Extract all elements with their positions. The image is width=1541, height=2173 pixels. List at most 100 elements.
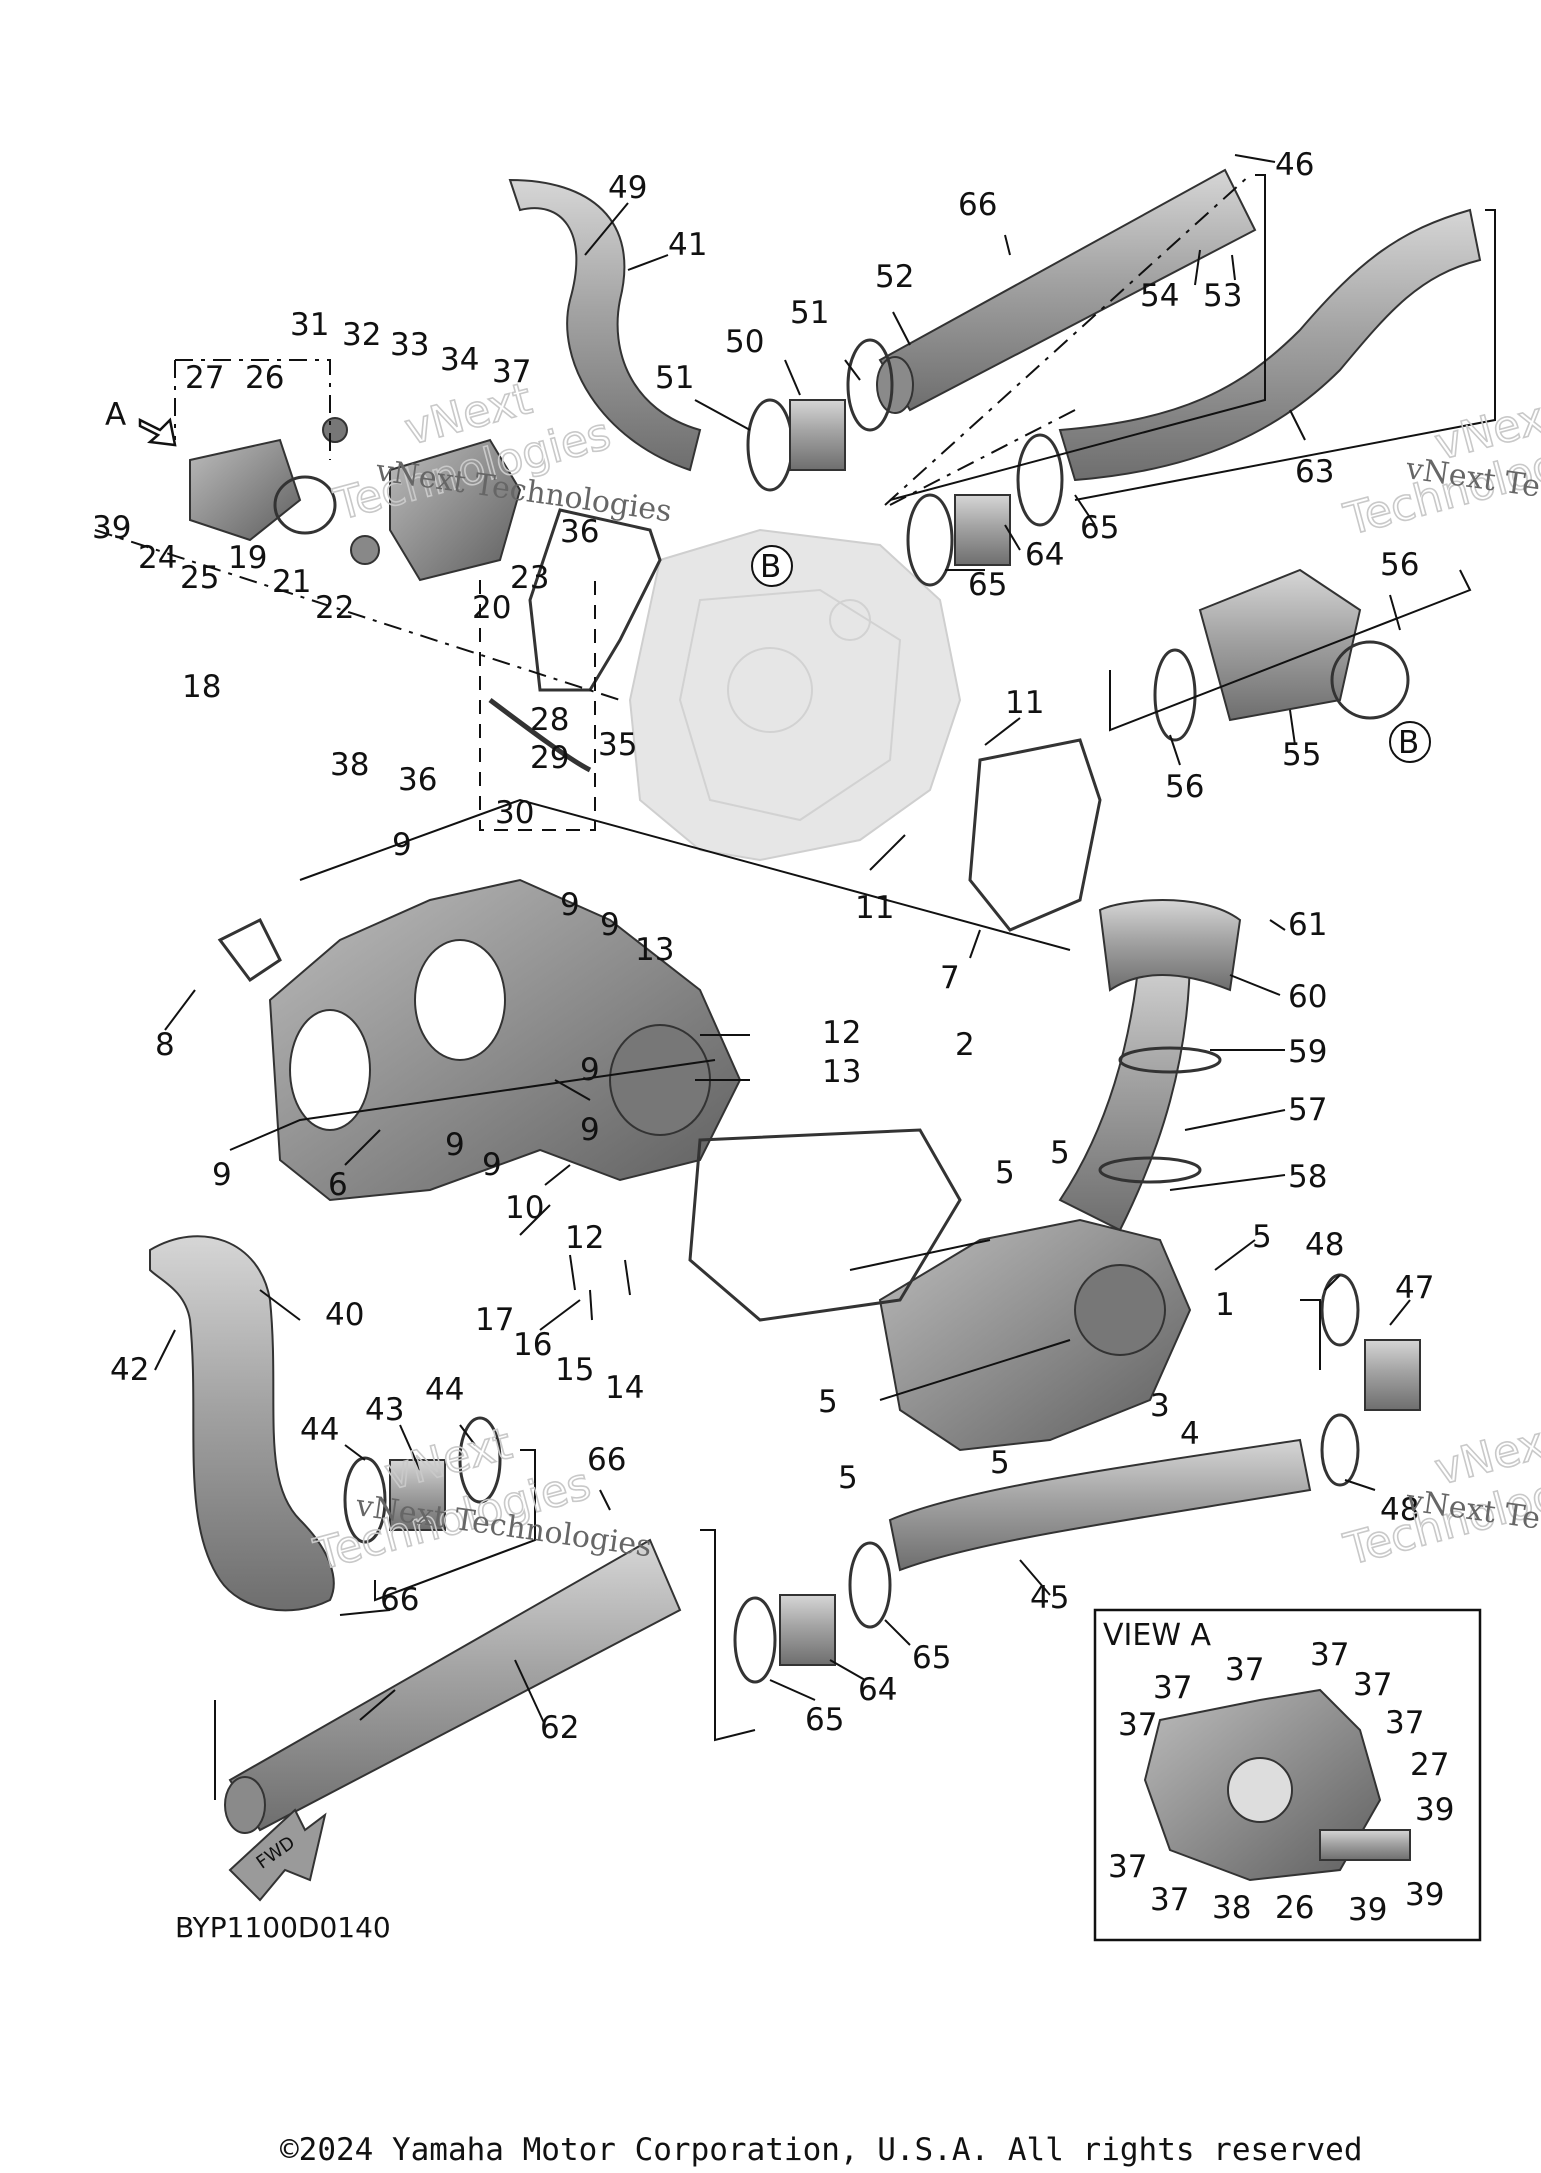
- callout-11a: 11: [1005, 685, 1044, 721]
- view-a-37f: 37: [1385, 1705, 1424, 1741]
- callout-20: 20: [472, 590, 511, 626]
- ref-b-1: B: [751, 545, 793, 587]
- callout-8: 8: [155, 1027, 175, 1063]
- view-a-37c: 37: [1310, 1637, 1349, 1673]
- callout-5d: 5: [818, 1384, 838, 1420]
- callout-18: 18: [182, 669, 221, 705]
- callout-54: 54: [1140, 278, 1179, 314]
- callout-28: 28: [530, 702, 569, 738]
- callout-9f: 9: [445, 1127, 465, 1163]
- callout-26: 26: [245, 360, 284, 396]
- view-a-arrow-label: A: [105, 397, 126, 433]
- callout-41: 41: [668, 227, 707, 263]
- callout-56b: 56: [1165, 769, 1204, 805]
- view-a-37a: 37: [1153, 1670, 1192, 1706]
- callout-64a: 64: [1025, 537, 1064, 573]
- callout-50: 50: [725, 324, 764, 360]
- callout-48b: 48: [1380, 1492, 1419, 1528]
- callout-13b: 13: [822, 1054, 861, 1090]
- callout-13a: 13: [635, 932, 674, 968]
- callout-57: 57: [1288, 1092, 1327, 1128]
- callout-60: 60: [1288, 979, 1327, 1015]
- water-pump-assembly: [189, 417, 592, 773]
- hose-63: [1058, 208, 1482, 482]
- callout-47: 47: [1395, 1270, 1434, 1306]
- cover-1: [878, 949, 1192, 1452]
- callout-9d: 9: [580, 1052, 600, 1088]
- callout-9h: 9: [212, 1157, 232, 1193]
- callout-44b: 44: [425, 1372, 464, 1408]
- view-a-37h: 37: [1150, 1882, 1189, 1918]
- callout-43: 43: [365, 1392, 404, 1428]
- callout-2: 2: [955, 1027, 975, 1063]
- callout-31: 31: [290, 307, 329, 343]
- callout-48a: 48: [1305, 1227, 1344, 1263]
- callout-5b: 5: [1050, 1135, 1070, 1171]
- hose-45: [888, 1438, 1312, 1572]
- view-a-37e: 37: [1118, 1707, 1157, 1743]
- callout-51b: 51: [655, 360, 694, 396]
- view-a-38: 38: [1212, 1890, 1251, 1926]
- view-a-39c: 39: [1405, 1877, 1444, 1913]
- engine-block-ghost: [628, 528, 962, 862]
- callout-36a: 36: [560, 514, 599, 550]
- view-a-26: 26: [1275, 1890, 1314, 1926]
- callout-12a: 12: [822, 1015, 861, 1051]
- callout-1: 1: [1215, 1287, 1235, 1323]
- leader-lines: [154, 154, 1411, 1726]
- callout-65b: 65: [968, 567, 1007, 603]
- callout-19: 19: [228, 540, 267, 576]
- callout-56a: 56: [1380, 547, 1419, 583]
- pipe-52: [876, 168, 1257, 414]
- callout-34: 34: [440, 342, 479, 378]
- callout-14: 14: [605, 1370, 644, 1406]
- callout-9g: 9: [482, 1147, 502, 1183]
- view-a-title: VIEW A: [1103, 1618, 1212, 1653]
- callout-labels: 1 2 3 4 5 5 5 5 5 5 6 7 8 9 9 9 9 9 9 9 …: [92, 147, 1434, 1746]
- clamps: [343, 338, 1421, 1684]
- view-a-37b: 37: [1225, 1652, 1264, 1688]
- callout-65a: 65: [1080, 510, 1119, 546]
- callout-59: 59: [1288, 1034, 1327, 1070]
- callout-45: 45: [1030, 1580, 1069, 1616]
- view-a-37g: 37: [1108, 1849, 1147, 1885]
- pipe-62: [224, 1538, 682, 1834]
- view-a-37d: 37: [1353, 1667, 1392, 1703]
- cover-6: [268, 878, 742, 1202]
- callout-65c: 65: [912, 1640, 951, 1676]
- callout-52: 52: [875, 259, 914, 295]
- view-a-labels: VIEW A 37 37 37 37 37 37 27 39 37 37 38 …: [1103, 1618, 1454, 1928]
- callout-7: 7: [940, 960, 960, 996]
- callout-46: 46: [1275, 147, 1314, 183]
- callout-66b: 66: [587, 1442, 626, 1478]
- callout-16: 16: [513, 1327, 552, 1363]
- callout-33: 33: [390, 327, 429, 363]
- gaskets: [217, 508, 1102, 1322]
- callout-37: 37: [492, 354, 531, 390]
- callout-5e: 5: [990, 1445, 1010, 1481]
- callout-22: 22: [315, 590, 354, 626]
- callout-9a: 9: [392, 827, 412, 863]
- callout-62: 62: [540, 1710, 579, 1746]
- callout-32: 32: [342, 317, 381, 353]
- callout-65d: 65: [805, 1702, 844, 1738]
- callout-5f: 5: [838, 1460, 858, 1496]
- callout-27: 27: [185, 360, 224, 396]
- callout-6: 6: [328, 1167, 348, 1203]
- callout-3: 3: [1150, 1388, 1170, 1424]
- callout-5a: 5: [995, 1155, 1015, 1191]
- callout-21: 21: [272, 564, 311, 600]
- callout-66a: 66: [958, 187, 997, 223]
- callout-55: 55: [1282, 737, 1321, 773]
- callout-10: 10: [505, 1190, 544, 1226]
- ref-b-2: B: [1389, 721, 1431, 763]
- callout-9b: 9: [560, 887, 580, 923]
- callout-38: 38: [330, 747, 369, 783]
- callout-12b: 12: [565, 1220, 604, 1256]
- view-a-arrow: A: [105, 397, 177, 447]
- callout-64b: 64: [858, 1672, 897, 1708]
- diagram-code: BYP1100D0140: [175, 1911, 391, 1944]
- callout-15: 15: [555, 1352, 594, 1388]
- callout-4: 4: [1180, 1416, 1200, 1452]
